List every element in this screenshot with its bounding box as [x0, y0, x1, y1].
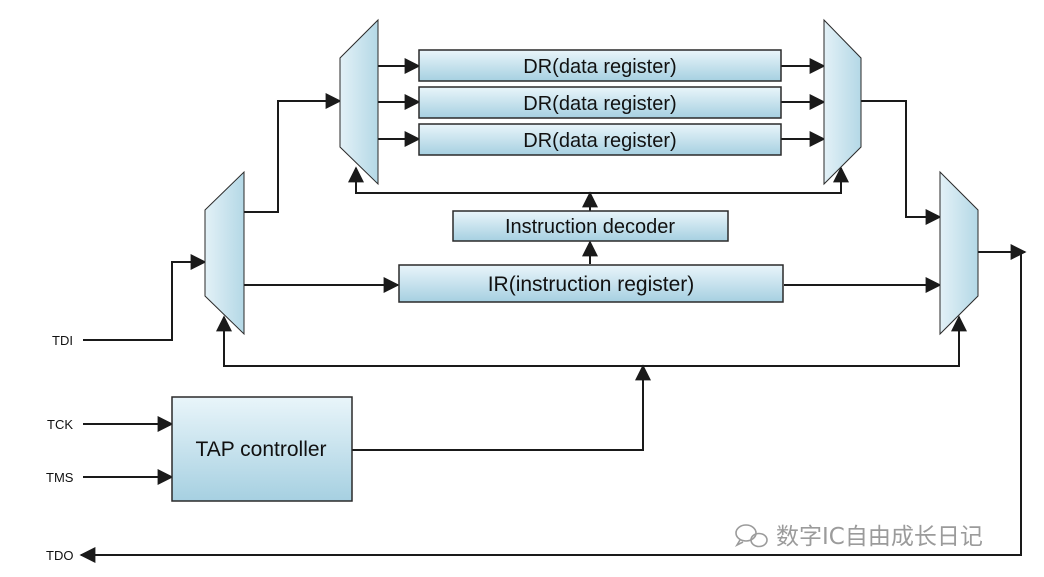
select-bus-to-final-mux-wire	[643, 315, 967, 367]
dr-out-to-final-mux-wire	[861, 100, 942, 225]
tap-to-select-bus-wire	[352, 364, 651, 451]
wechat-icon	[734, 524, 768, 548]
dr-select-bus-left	[348, 166, 590, 194]
tdo-label: TDO	[46, 548, 73, 563]
output-mux	[939, 170, 979, 336]
dr-register-3-label: DR(data register)	[523, 130, 676, 152]
tap-controller-label: TAP controller	[195, 438, 326, 461]
final-mux-to-tdo-wire	[79, 251, 1022, 563]
instruction-decoder-label: Instruction decoder	[505, 216, 675, 238]
tms-label: TMS	[46, 470, 74, 485]
dr-register-1-label: DR(data register)	[523, 56, 676, 78]
tdi-label: TDI	[52, 333, 73, 348]
mux1-to-dr-mux-wire	[244, 93, 342, 213]
input-mux	[204, 170, 245, 336]
dr-output-mux	[823, 18, 862, 186]
dr-select-bus-right	[590, 166, 849, 194]
instruction-register-label: IR(instruction register)	[488, 273, 695, 296]
dr-register-2-label: DR(data register)	[523, 93, 676, 115]
select-bus-to-mux1-wire	[216, 315, 643, 367]
tap-controller: TAP controller	[171, 396, 353, 502]
instruction-register: IR(instruction register)	[398, 264, 784, 303]
watermark-text: 数字IC自由成长日记	[776, 524, 983, 550]
dr-input-mux	[339, 18, 379, 186]
watermark: 数字IC自由成长日记	[734, 524, 983, 550]
dr-register-1: DR(data register)	[418, 49, 782, 82]
instruction-decoder: Instruction decoder	[452, 210, 729, 242]
tdi-wire	[83, 254, 207, 341]
dr-register-2: DR(data register)	[418, 86, 782, 119]
tck-label: TCK	[47, 417, 73, 432]
dr-register-3: DR(data register)	[418, 123, 782, 156]
